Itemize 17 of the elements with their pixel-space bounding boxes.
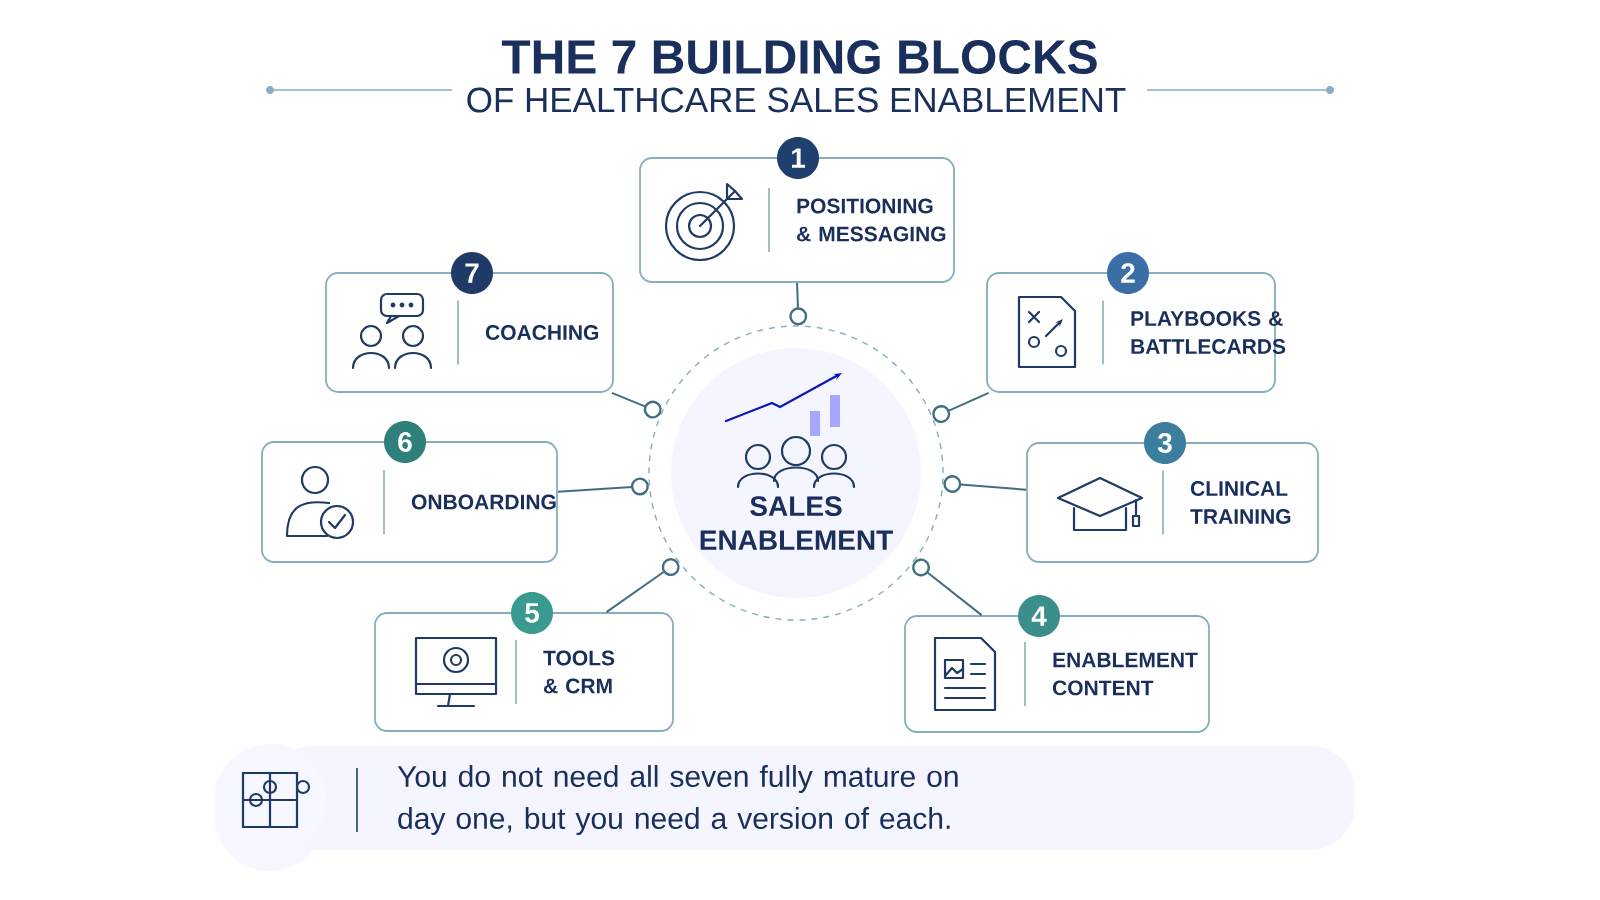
- title: THE 7 BUILDING BLOCKS: [501, 40, 1097, 74]
- connector-line: [912, 558, 983, 617]
- number-badge: 3: [1144, 422, 1186, 464]
- connector-line: [605, 558, 680, 614]
- connector-line: [610, 391, 662, 419]
- number-badge: 4: [1018, 595, 1060, 637]
- note-banner: You do not need all seven fully mature on day one, but you need a version of each.: [214, 744, 1355, 871]
- connector-line: [789, 281, 808, 326]
- connector-line: [943, 475, 1028, 493]
- connector-line: [932, 391, 990, 423]
- number-badge: 7: [451, 252, 493, 294]
- number-badge: 2: [1107, 252, 1149, 294]
- number-badge: 6: [384, 421, 426, 463]
- number-badge: 1: [777, 137, 819, 179]
- number-badge: 5: [511, 592, 553, 634]
- subtitle: OF HEALTHCARE SALES ENABLEMENT: [467, 87, 1126, 113]
- connector-line: [556, 477, 649, 496]
